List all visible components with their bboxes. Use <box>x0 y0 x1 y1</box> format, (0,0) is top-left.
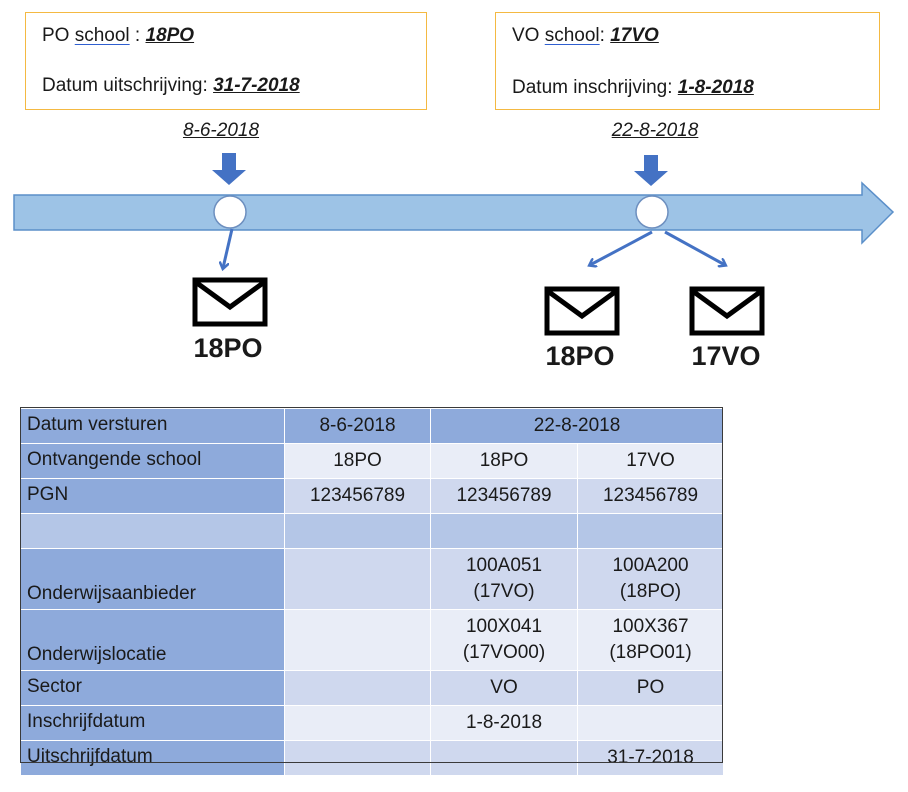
envelope-icon <box>544 286 620 336</box>
po-school-sep: : <box>129 25 146 46</box>
envelope-icon <box>192 277 268 327</box>
table-cell: 100X367 (18PO01) <box>577 609 724 671</box>
table-cell: Uitschrijfdatum <box>20 740 285 776</box>
table-cell <box>577 513 724 549</box>
po-school-word: school <box>74 25 130 46</box>
table-cell: 100A051 (17VO) <box>430 548 578 610</box>
event2-message-label-left: 18PO <box>545 341 615 371</box>
table-cell: VO <box>430 670 578 706</box>
po-date-value: 31-7-2018 <box>213 75 300 96</box>
vo-school-word: school <box>544 25 600 46</box>
event1-down-arrow-icon <box>212 153 246 185</box>
cell-line: 100X041 <box>465 616 543 637</box>
table-cell: 123456789 <box>577 478 724 514</box>
table-cell: 8-6-2018 <box>284 408 431 444</box>
cell-line: 100X367 <box>612 616 689 637</box>
table-cell: 18PO <box>430 443 578 479</box>
table-cell: Onderwijslocatie <box>20 609 285 671</box>
vo-school-prefix: VO <box>512 25 545 46</box>
po-date-label: Datum uitschrijving: <box>42 75 214 96</box>
table-cell: 1-8-2018 <box>430 705 578 741</box>
event1-message-arrow <box>223 228 234 268</box>
vo-date-label: Datum inschrijving: <box>512 77 678 98</box>
table-cell: Datum versturen <box>20 408 285 444</box>
vo-date-line: Datum inschrijving: 1-8-2018 <box>512 77 754 99</box>
vo-date-value: 1-8-2018 <box>677 77 754 98</box>
table-cell: 31-7-2018 <box>577 740 724 776</box>
event2-date-label: 22-8-2018 <box>611 120 699 141</box>
vo-school-value: 17VO <box>610 25 659 46</box>
event1-date-label: 8-6-2018 <box>182 120 260 141</box>
table-cell: 22-8-2018 <box>430 408 724 444</box>
table-cell <box>284 513 431 549</box>
table-cell <box>284 670 431 706</box>
table-row: Sector VO PO <box>20 670 724 706</box>
table-row <box>20 513 724 549</box>
cell-line: (17VO) <box>473 581 535 602</box>
cell-line: (18PO) <box>619 581 682 602</box>
timeline-diagram <box>13 153 895 336</box>
po-school-box: PO school : 18PO Datum uitschrijving: 31… <box>25 12 427 110</box>
event2-marker <box>635 195 669 229</box>
event1-marker <box>213 195 247 229</box>
table-row: PGN 123456789 123456789 123456789 <box>20 478 724 514</box>
table-cell: Sector <box>20 670 285 706</box>
vo-school-sep: : <box>599 25 611 46</box>
table-row: Uitschrijfdatum 31-7-2018 <box>20 740 724 776</box>
event2-message-arrow-right <box>664 230 725 265</box>
message-table: Datum versturen 8-6-2018 22-8-2018 Ontva… <box>20 408 724 776</box>
vo-school-box: VO school: 17VO Datum inschrijving: 1-8-… <box>495 12 880 110</box>
cell-line: 100A200 <box>612 555 689 576</box>
table-row: Onderwijsaanbieder 100A051 (17VO) 100A200… <box>20 548 724 610</box>
table-cell <box>284 609 431 671</box>
event2-down-arrow-icon <box>634 155 668 186</box>
table-cell: 100A200 (18PO) <box>577 548 724 610</box>
table-cell: Onderwijsaanbieder <box>20 548 285 610</box>
table-cell: Inschrijfdatum <box>20 705 285 741</box>
timeline-arrow <box>13 181 895 245</box>
table-row: Inschrijfdatum 1-8-2018 <box>20 705 724 741</box>
vo-school-line: VO school: 17VO <box>512 25 659 47</box>
po-school-prefix: PO <box>42 25 75 46</box>
cell-line: (17VO00) <box>462 642 546 663</box>
table-cell: 123456789 <box>430 478 578 514</box>
table-cell: 123456789 <box>284 478 431 514</box>
table-cell: Ontvangende school <box>20 443 285 479</box>
po-date-line: Datum uitschrijving: 31-7-2018 <box>42 75 300 97</box>
event1-message-label: 18PO <box>193 333 263 363</box>
table-cell <box>577 705 724 741</box>
table-row: Ontvangende school 18PO 18PO 17VO <box>20 443 724 479</box>
cell-line: (18PO01) <box>609 642 692 663</box>
table-cell: 17VO <box>577 443 724 479</box>
table-cell: 100X041 (17VO00) <box>430 609 578 671</box>
table-cell <box>20 513 285 549</box>
table-row: Onderwijslocatie 100X041 (17VO00) 100X367… <box>20 609 724 671</box>
table-cell: PO <box>577 670 724 706</box>
table-cell <box>284 705 431 741</box>
table-cell <box>430 513 578 549</box>
table-header-row: Datum versturen 8-6-2018 22-8-2018 <box>20 408 724 444</box>
po-school-value: 18PO <box>145 25 195 46</box>
table-cell: PGN <box>20 478 285 514</box>
event2-message-label-right: 17VO <box>691 341 761 371</box>
event2-message-arrow-left <box>590 230 653 265</box>
table-cell <box>284 548 431 610</box>
po-school-line: PO school : 18PO <box>42 25 194 47</box>
cell-line: 100A051 <box>465 555 543 576</box>
table-cell <box>430 740 578 776</box>
envelope-icon <box>689 286 765 336</box>
table-cell: 18PO <box>284 443 431 479</box>
table-cell <box>284 740 431 776</box>
